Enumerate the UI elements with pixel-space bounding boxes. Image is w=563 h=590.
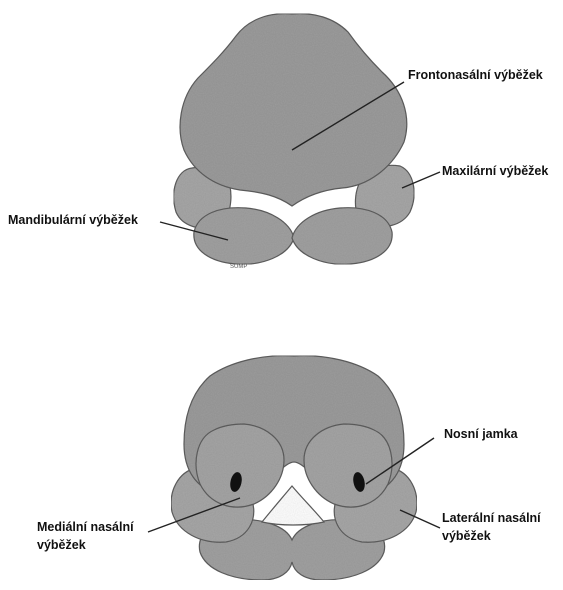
lateral-nasal-label-line2: výběžek — [442, 528, 491, 545]
medial-nasal-label-line1: Mediální nasální — [37, 519, 134, 536]
medial-nasal-process-right — [304, 424, 392, 507]
lower-face-diagram — [171, 356, 417, 580]
medial-nasal-process-left — [196, 424, 284, 507]
signature-mark: SUMP — [230, 264, 247, 270]
lateral-nasal-label-line1: Laterální nasální — [442, 510, 541, 527]
mandibular-process-left — [194, 208, 294, 265]
nasal-pit-label: Nosní jamka — [444, 426, 518, 443]
maxillary-label: Maxilární výběžek — [442, 163, 548, 180]
mandibular-label: Mandibulární výběžek — [8, 212, 138, 229]
frontonasal-label: Frontonasální výběžek — [408, 67, 543, 84]
medial-nasal-label-line2: výběžek — [37, 537, 86, 554]
mandibular-process-right — [292, 208, 392, 265]
upper-face-diagram — [174, 14, 414, 265]
frontonasal-process — [180, 14, 407, 206]
